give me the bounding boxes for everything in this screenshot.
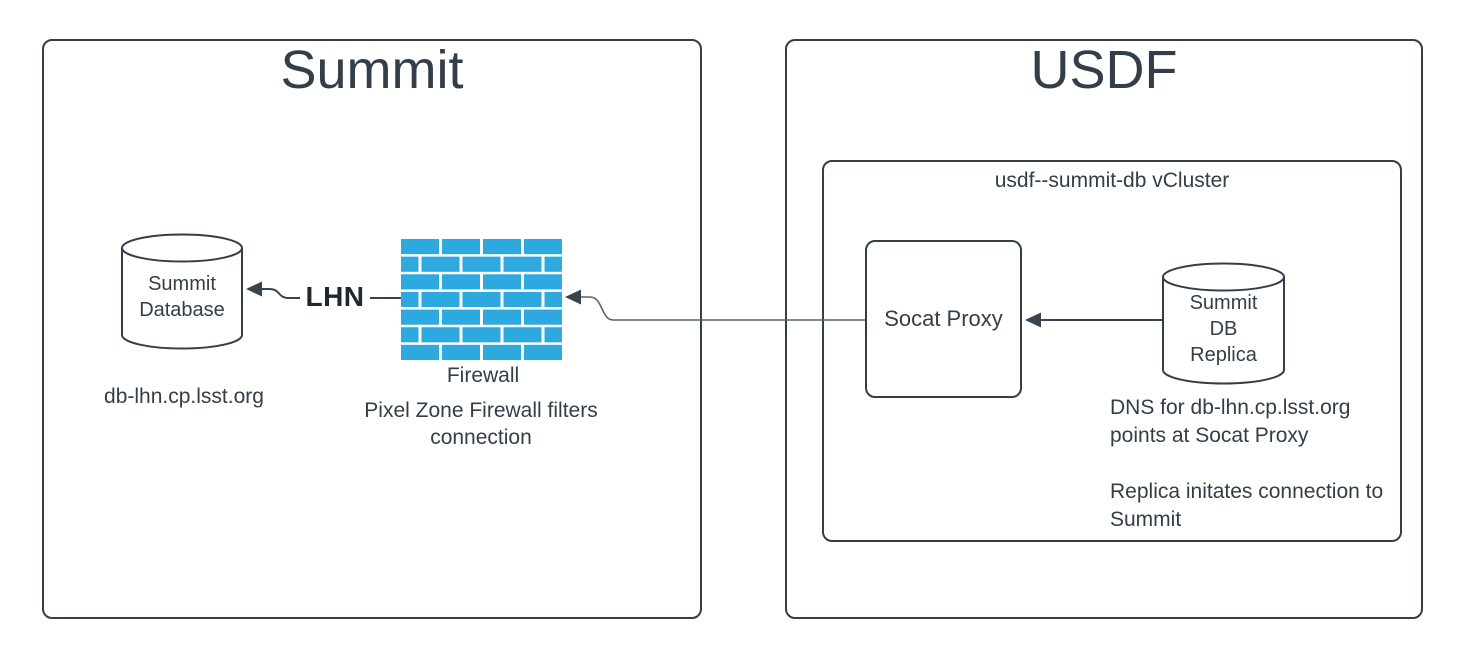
vcluster-box bbox=[822, 160, 1402, 542]
usdf-zone-title: USDF bbox=[1030, 40, 1178, 100]
database-label-line: Database bbox=[139, 298, 225, 321]
usdf-notes: DNS for db-lhn.cp.lsst.org points at Soc… bbox=[1110, 394, 1430, 534]
database-label-line: Summit bbox=[148, 272, 216, 295]
summit-database-label: Summit Database bbox=[121, 233, 243, 350]
firewall-label: Firewall bbox=[446, 364, 520, 387]
database-cylinder-icon bbox=[121, 233, 243, 350]
lhn-link-label: LHN bbox=[305, 281, 365, 312]
summit-db-replica-label: Summit DB Replica bbox=[1162, 262, 1285, 385]
summit-database-node: Summit Database bbox=[121, 233, 243, 350]
vcluster-label: usdf--summit-db vCluster bbox=[994, 169, 1230, 192]
database-hostname-label: db-lhn.cp.lsst.org bbox=[104, 385, 264, 408]
replica-label-line: Summit bbox=[1189, 291, 1258, 314]
usdf-note-line: points at Socat Proxy bbox=[1110, 424, 1309, 447]
replica-label-line: Replica bbox=[1190, 343, 1257, 366]
usdf-note-line: Summit bbox=[1110, 508, 1182, 531]
socat-proxy-label: Socat Proxy bbox=[884, 306, 1003, 331]
summit-zone-title: Summit bbox=[280, 40, 464, 100]
firewall-brick-wall bbox=[401, 239, 562, 360]
socat-proxy-box: Socat Proxy bbox=[865, 240, 1022, 398]
usdf-note-line bbox=[1110, 450, 1430, 478]
summit-db-replica-node: Summit DB Replica bbox=[1162, 262, 1285, 385]
usdf-note-line: Replica initates connection to bbox=[1110, 480, 1384, 503]
firewall-caption-line: connection bbox=[430, 426, 532, 449]
database-cylinder-icon bbox=[1162, 262, 1285, 385]
usdf-note-line: DNS for db-lhn.cp.lsst.org bbox=[1110, 396, 1351, 419]
firewall-icon bbox=[401, 239, 562, 360]
firewall-caption: Pixel Zone Firewall filters connection bbox=[347, 397, 615, 451]
firewall-caption-line: Pixel Zone Firewall filters bbox=[364, 399, 598, 422]
replica-label-line: DB bbox=[1209, 317, 1238, 340]
